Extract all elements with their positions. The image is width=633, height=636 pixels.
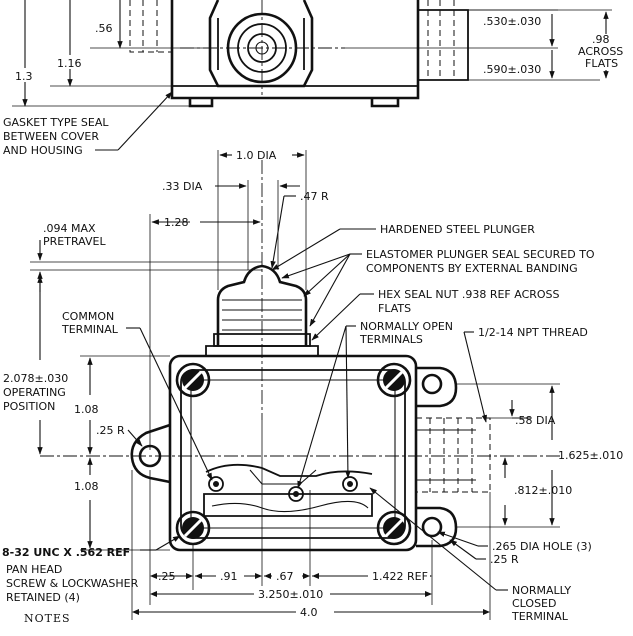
seal-line2: COMPONENTS BY EXTERNAL BANDING <box>366 262 578 275</box>
op-line2: OPERATING <box>3 386 66 399</box>
dim-128: 1.28 <box>164 216 189 229</box>
plunger-label: HARDENED STEEL PLUNGER <box>380 223 535 236</box>
dim-67: .67 <box>276 570 294 583</box>
hex-line2: FLATS <box>378 302 411 315</box>
dim-1422: 1.422 REF <box>372 570 428 583</box>
seal-line1: ELASTOMER PLUNGER SEAL SECURED TO <box>366 248 595 261</box>
dim-530: .530±.030 <box>483 15 541 28</box>
r-025-left: .25 R <box>96 424 125 437</box>
pretravel-line1: .094 MAX <box>43 222 96 235</box>
no-line1: NORMALLY OPEN <box>360 320 453 333</box>
r-047: .47 R <box>300 190 329 203</box>
nc-line1: NORMALLY <box>512 584 571 597</box>
dim-056: .56 <box>95 22 113 35</box>
op-line3: POSITION <box>3 400 55 413</box>
hex-line1: HEX SEAL NUT .938 REF ACROSS <box>378 288 560 301</box>
screw-line1: 8-32 UNC X .562 REF <box>2 546 130 559</box>
dia-058: .58 DIA <box>515 414 556 427</box>
dim-108-top: 1.08 <box>74 403 99 416</box>
screw-line2: PAN HEAD <box>6 563 62 576</box>
screw-bottom-left <box>175 510 211 546</box>
screw-line4: RETAINED (4) <box>6 591 80 604</box>
across-label: ACROSS <box>578 45 623 58</box>
dim-098: .98 <box>592 33 610 46</box>
top-view: .56 1.16 1.3 .530±.030 .590±.030 .98 ACR… <box>3 0 623 157</box>
dim-108-bot: 1.08 <box>74 480 99 493</box>
dim-812: .812±.010 <box>514 484 572 497</box>
r-025-right: .25 R <box>490 553 519 566</box>
dim-1625: 1.625±.010 <box>558 449 623 462</box>
dim-13: 1.3 <box>15 70 33 83</box>
dia-10: 1.0 DIA <box>236 149 277 162</box>
gasket-line1: GASKET TYPE SEAL <box>3 116 109 129</box>
common-line1: COMMON <box>62 310 114 323</box>
gasket-line3: AND HOUSING <box>3 144 83 157</box>
nc-line2: CLOSED <box>512 597 556 610</box>
dim-40: 4.0 <box>300 606 318 619</box>
op-line1: 2.078±.030 <box>3 372 68 385</box>
screw-top-right <box>376 362 412 398</box>
dia-033: .33 DIA <box>162 180 203 193</box>
screw-bottom-right <box>376 510 412 546</box>
gasket-line2: BETWEEN COVER <box>3 130 99 143</box>
front-view: 1.0 DIA .33 DIA .47 R 1.28 .094 MAX PRET… <box>2 149 623 625</box>
dim-590: .590±.030 <box>483 63 541 76</box>
screw-top-left <box>175 362 211 398</box>
dim-91: .91 <box>220 570 238 583</box>
screw-line3: SCREW & LOCKWASHER <box>6 577 139 590</box>
common-line2: TERMINAL <box>61 323 119 336</box>
no-line2: TERMINALS <box>359 333 423 346</box>
pretravel-line2: PRETRAVEL <box>43 235 106 248</box>
nc-line3: TERMINAL <box>511 610 569 623</box>
dim-25: .25 <box>158 570 176 583</box>
notes-heading: NOTES <box>24 612 71 625</box>
npt-label: 1/2-14 NPT THREAD <box>478 326 588 339</box>
dim-3250: 3.250±.010 <box>258 588 323 601</box>
flats-label: FLATS <box>585 57 618 70</box>
dim-116: 1.16 <box>57 57 82 70</box>
hole-265: .265 DIA HOLE (3) <box>492 540 592 553</box>
